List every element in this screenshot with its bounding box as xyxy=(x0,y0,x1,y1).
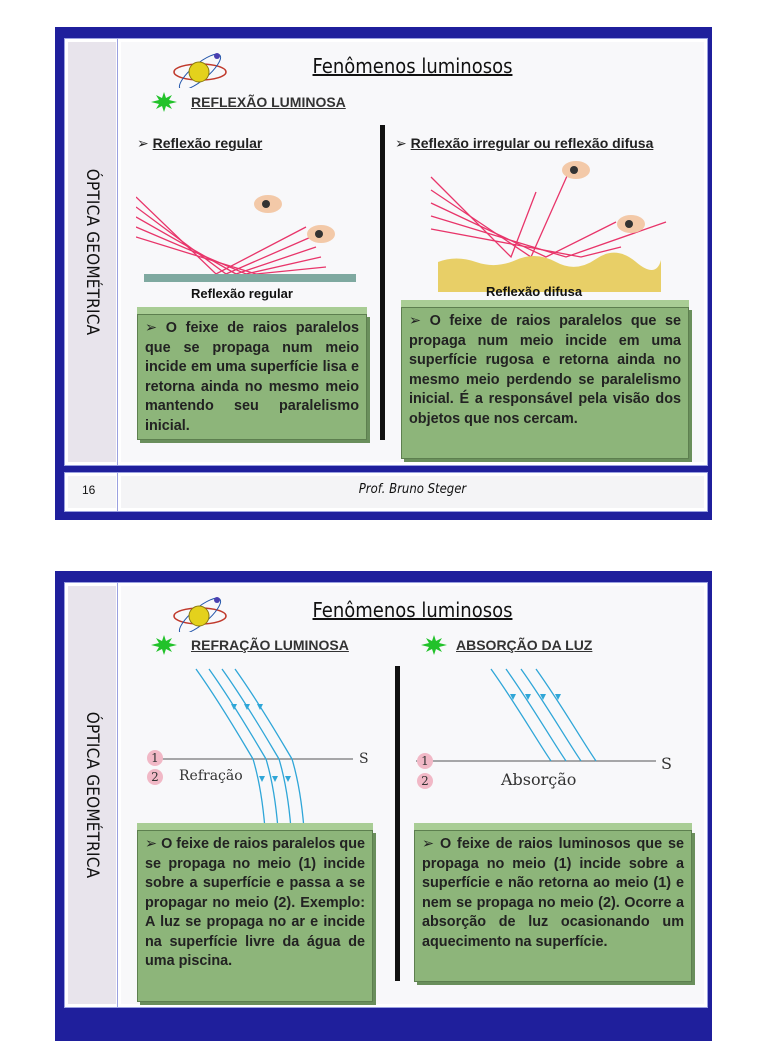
absorption-label: Absorção xyxy=(501,770,577,789)
star-bullet-icon xyxy=(151,635,177,655)
surface-label: S xyxy=(359,751,369,767)
page-number-box: 16 xyxy=(65,473,119,511)
left-text-box: ➢ O feixe de raios paralelos que se prop… xyxy=(137,830,373,1002)
left-text-box: ➢ O feixe de raios paralelos que se prop… xyxy=(137,314,367,440)
medium-1-label: 1 xyxy=(147,750,163,766)
right-subheading: ➢ Reflexão irregular ou reflexão difusa xyxy=(395,135,654,151)
star-bullet-icon xyxy=(421,635,447,655)
column-divider xyxy=(380,125,385,440)
side-panel: ÓPTICA GEOMÉTRICA xyxy=(65,39,119,465)
right-text-box: ➢ O feixe de raios luminosos que se prop… xyxy=(414,830,692,982)
refraction-label: Refração xyxy=(179,768,243,784)
column-divider xyxy=(395,666,400,981)
slide-refracao-absorcao: ÓPTICA GEOMÉTRICA Fenômenos luminosos RE… xyxy=(55,571,712,1041)
medium-2-label: 2 xyxy=(417,773,433,789)
slide-reflexao: ÓPTICA GEOMÉTRICA Fenômenos luminosos RE… xyxy=(55,27,712,520)
slide-title: Fenômenos luminosos xyxy=(312,54,513,78)
section-heading: REFLEXÃO LUMINOSA xyxy=(191,94,346,110)
regular-reflection-diagram xyxy=(136,195,356,282)
side-label: ÓPTICA GEOMÉTRICA xyxy=(82,711,102,879)
page-number: 16 xyxy=(82,483,96,497)
section-heading-absorption: ABSORÇÃO DA LUZ xyxy=(456,637,593,653)
left-subheading: ➢ Reflexão regular xyxy=(137,135,263,151)
slide-content: Fenômenos luminosos REFLEXÃO LUMINOSA ➢ … xyxy=(118,39,707,465)
slide-content: Fenômenos luminosos REFRAÇÃO LUMINOSA AB… xyxy=(118,583,707,1007)
eye-icon xyxy=(254,195,282,213)
absorption-diagram xyxy=(416,668,656,762)
side-label: ÓPTICA GEOMÉTRICA xyxy=(82,168,102,336)
medium-1-label: 1 xyxy=(417,753,433,769)
side-panel: ÓPTICA GEOMÉTRICA xyxy=(65,583,119,1007)
refraction-diagram xyxy=(149,668,353,829)
eye-icon xyxy=(562,161,590,179)
section-heading-refraction: REFRAÇÃO LUMINOSA xyxy=(191,637,349,653)
left-diagram-caption: Reflexão regular xyxy=(191,286,293,301)
right-text-box: ➢ O feixe de raios paralelos que se prop… xyxy=(401,307,689,459)
medium-2-label: 2 xyxy=(147,769,163,785)
eye-icon xyxy=(307,225,335,243)
diffuse-reflection-diagram xyxy=(430,161,667,292)
right-diagram-caption: Reflexão difusa xyxy=(486,284,583,299)
surface-label: S xyxy=(661,754,672,773)
atom-icon xyxy=(173,597,227,632)
eye-icon xyxy=(617,215,645,233)
slide-title: Fenômenos luminosos xyxy=(312,598,513,622)
star-bullet-icon xyxy=(151,92,177,112)
footer-author: Prof. Bruno Steger xyxy=(358,482,467,497)
footer-bar: Prof. Bruno Steger xyxy=(118,473,707,511)
atom-icon xyxy=(173,53,227,88)
